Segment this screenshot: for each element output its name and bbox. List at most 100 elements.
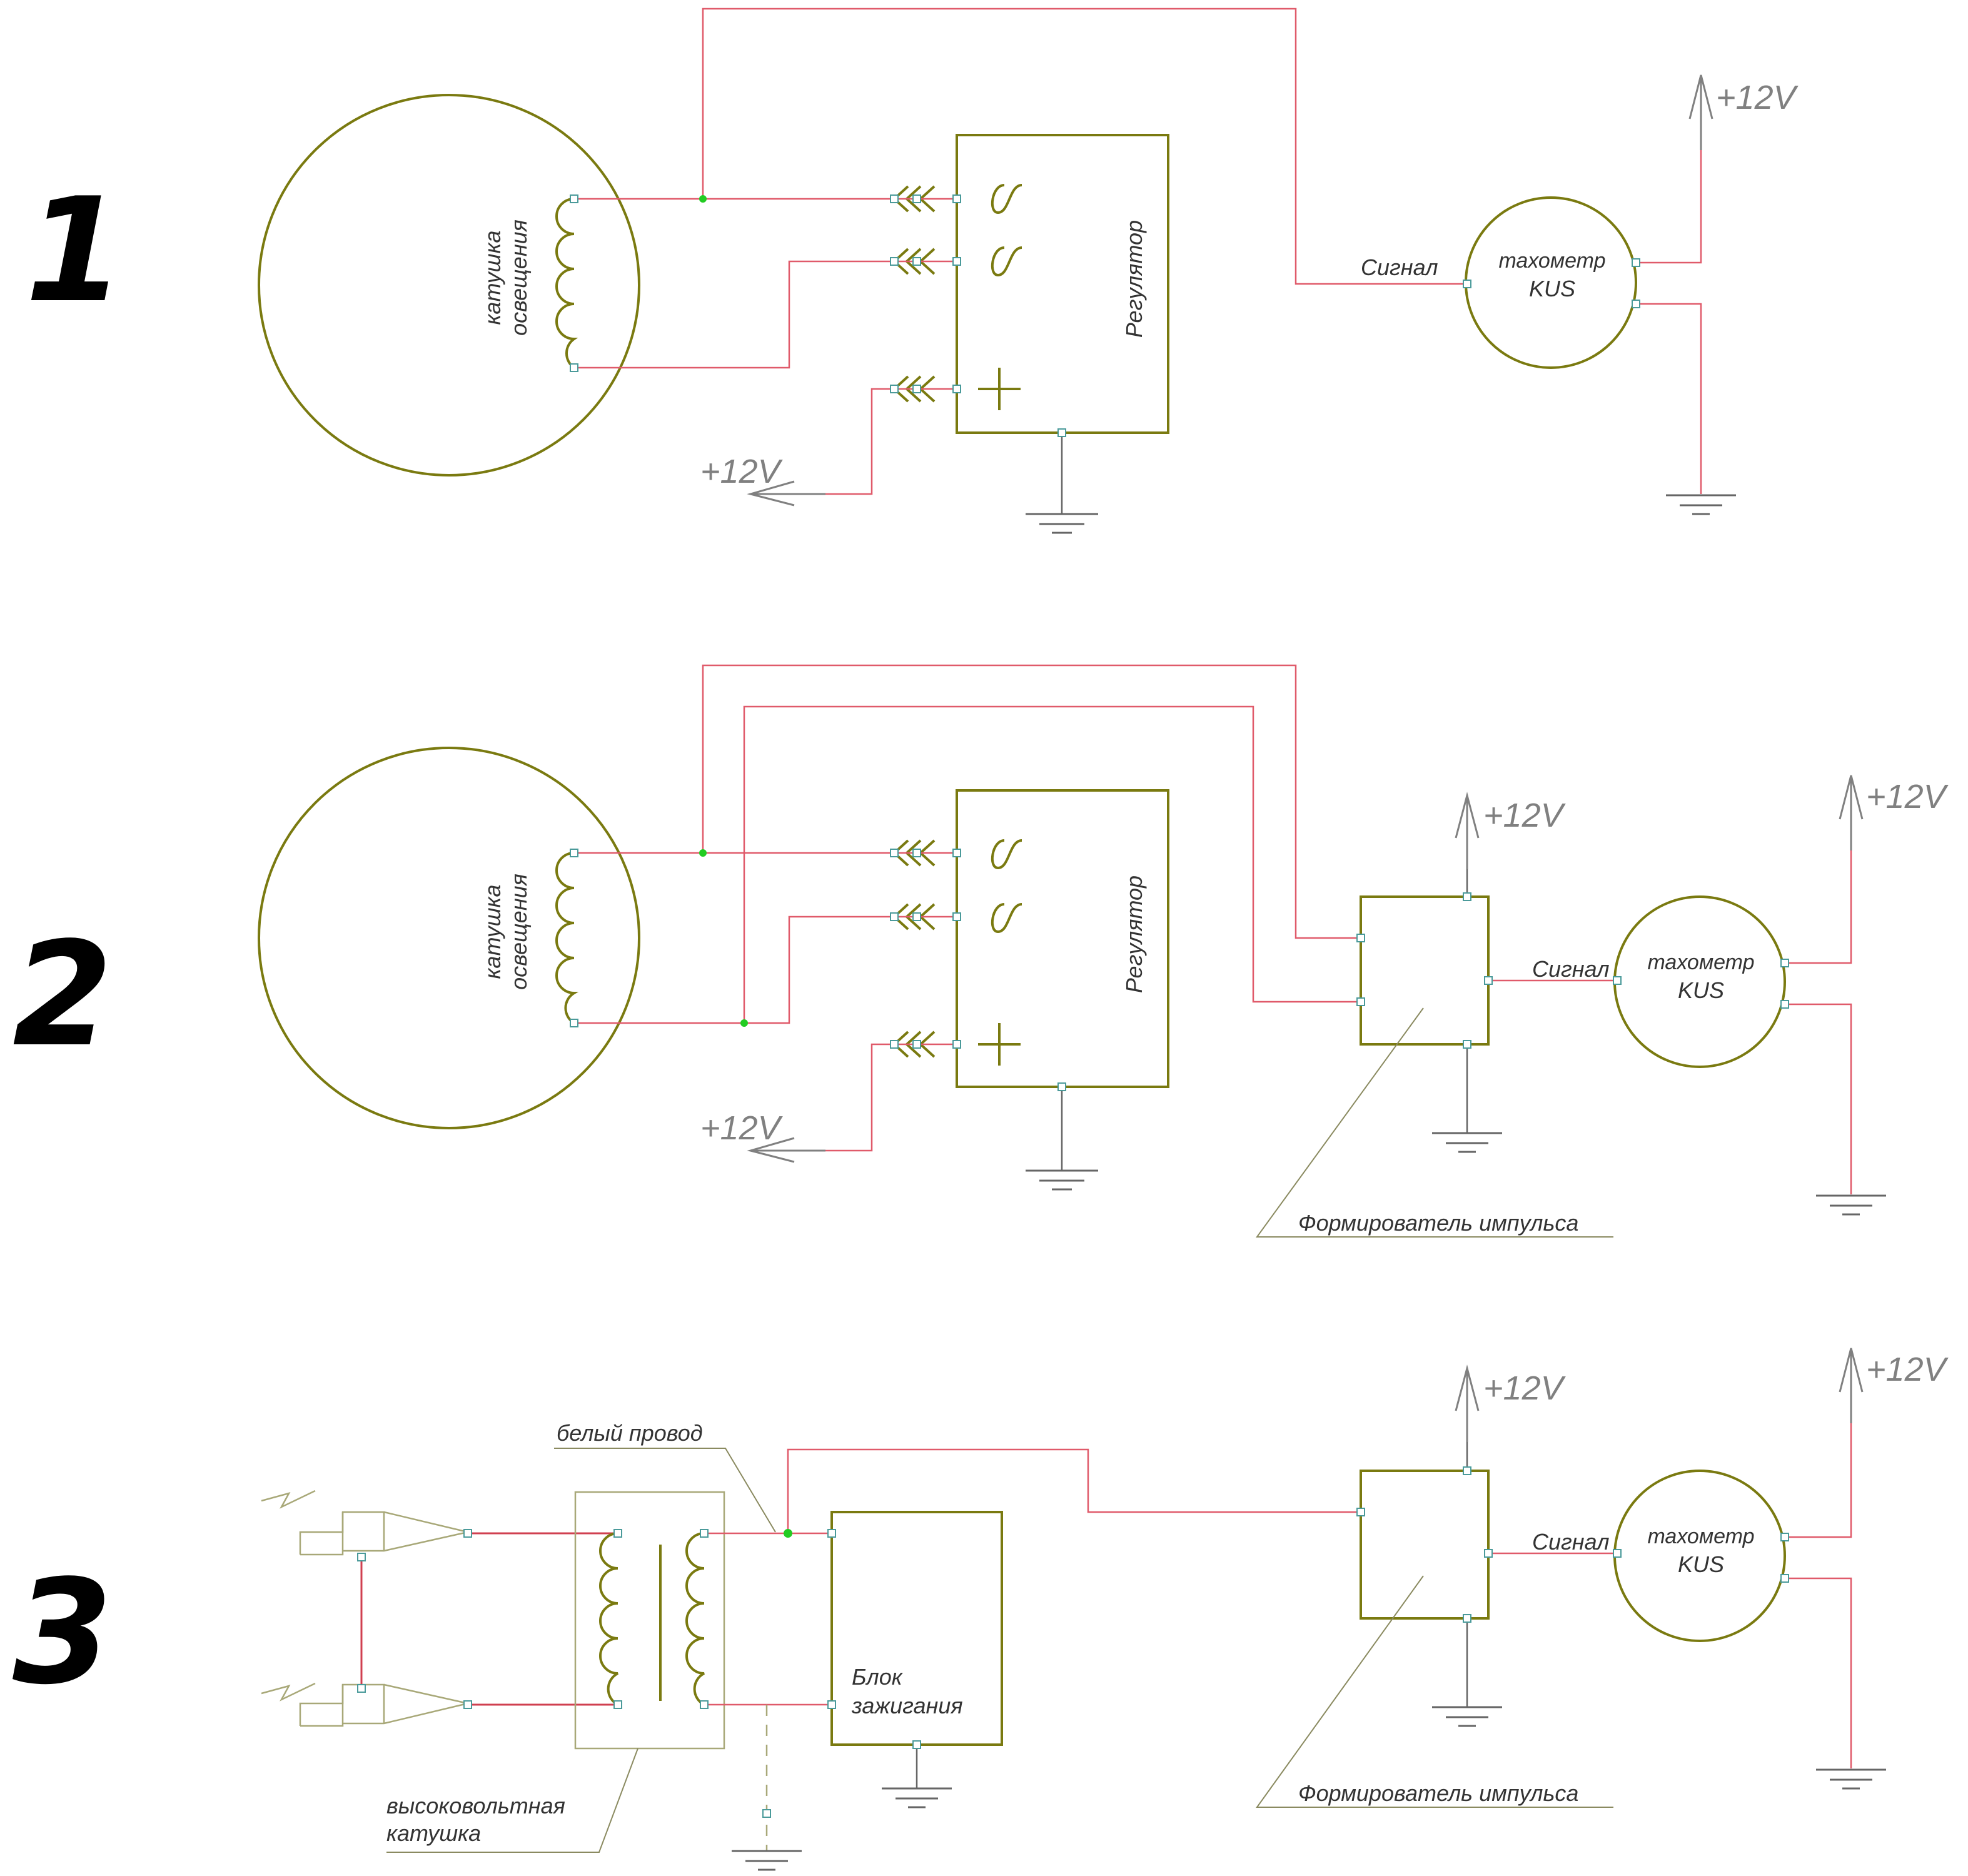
ground-symbol <box>1026 1169 1098 1191</box>
ground-symbol <box>882 1787 952 1808</box>
stator-circle <box>258 747 640 1129</box>
junction-node <box>784 1529 792 1538</box>
ground-symbol <box>1026 513 1098 534</box>
section-number: 1 <box>25 168 125 335</box>
tacho-label-line2: KUS <box>1678 977 1724 1003</box>
supply-arrow <box>1839 1348 1864 1423</box>
white-wire-label: белый провод <box>557 1420 703 1446</box>
junction-node <box>699 849 707 857</box>
connector-1 <box>892 185 957 213</box>
pulse-shaper-box <box>1360 895 1490 1046</box>
signal-label: Сигнал <box>1532 956 1610 982</box>
wire-tacho-supply <box>1636 75 1702 264</box>
plus-symbol <box>978 368 1021 410</box>
ground-symbol <box>1432 1132 1502 1153</box>
wire-tacho-ground <box>1636 303 1702 494</box>
white-wire-leader <box>554 1448 776 1533</box>
connector-2 <box>892 903 957 930</box>
regulator-label: Регулятор <box>1121 875 1147 993</box>
junction-node <box>699 195 707 203</box>
wire-tacho-supply <box>1785 1348 1852 1538</box>
ac-symbol <box>991 184 1022 214</box>
wire-tacho-ground <box>1785 1003 1852 1194</box>
tacho-label-line1: тахометр <box>1647 951 1754 974</box>
pins <box>570 849 1789 1091</box>
connector-3 <box>892 375 957 403</box>
shaper-label: Формирователь импульса <box>1298 1210 1578 1236</box>
coil-label: катушка освещения <box>480 874 532 990</box>
shaper-leader <box>1256 1007 1613 1238</box>
hv-coil-leader <box>386 1748 638 1853</box>
supply-label: +12V <box>1716 79 1799 116</box>
shaper-leader <box>1256 1575 1613 1808</box>
junction-node <box>740 1019 748 1027</box>
wire-white-signal <box>787 1448 1361 1533</box>
shaper-supply-label: +12V <box>1483 797 1567 834</box>
ground-symbol <box>1666 494 1736 515</box>
ground-symbol <box>732 1850 802 1871</box>
hv-coil-box <box>574 1491 725 1750</box>
pulse-shaper-box <box>1360 1470 1490 1620</box>
wire-signal-loop <box>702 8 1467 285</box>
pins <box>357 1466 1789 1818</box>
section-number: 3 <box>13 1550 113 1717</box>
lighting-coil-symbol <box>555 852 579 1024</box>
wire-coil-bottom <box>574 915 894 1024</box>
connector-3 <box>892 1031 957 1058</box>
section-2: 2 катушка освещения <box>13 664 1949 1238</box>
supply-label: +12V <box>1866 1351 1949 1388</box>
ignition-label-line2: зажигания <box>851 1693 963 1718</box>
coil-label-line1: катушка <box>480 230 505 325</box>
ac-symbol <box>991 903 1022 934</box>
supply-arrow <box>1839 775 1864 850</box>
wire-coil-bottom <box>574 260 894 369</box>
tacho-label-line2: KUS <box>1529 276 1575 301</box>
reg-supply-arrow <box>747 1137 825 1163</box>
hv-coil-label-line1: высоковольтная <box>386 1793 565 1818</box>
shaper-supply-arrow <box>1455 792 1480 869</box>
connector-1 <box>892 839 957 867</box>
spark-plug-top <box>261 1490 468 1556</box>
lighting-coil-symbol <box>555 198 578 369</box>
supply-label: +12V <box>1866 778 1949 815</box>
shaper-supply-label: +12V <box>1483 1369 1567 1407</box>
reg-supply-label: +12V <box>700 453 784 490</box>
section-number: 2 <box>13 912 113 1079</box>
wire-loop-inner <box>743 705 1361 1023</box>
coil-label-line2: освещения <box>506 219 532 336</box>
section-3: 3 высоковольтная катушка белы <box>13 1348 1949 1871</box>
ground-symbol <box>1816 1768 1886 1790</box>
connector-2 <box>892 248 957 275</box>
ground-symbol <box>1432 1706 1502 1727</box>
shaper-label: Формирователь импульса <box>1298 1780 1578 1806</box>
hv-secondary-winding <box>685 1532 705 1706</box>
section-1: 1 катушка освещения <box>25 8 1799 534</box>
hv-coil-label-line2: катушка <box>386 1820 481 1846</box>
spark-plug-bottom <box>261 1682 468 1727</box>
pins <box>570 194 1640 437</box>
hv-primary-winding <box>599 1532 618 1706</box>
wire-tacho-ground <box>1785 1577 1852 1768</box>
ac-symbol <box>991 246 1022 277</box>
plus-symbol <box>978 1023 1021 1066</box>
wire-loop-outer <box>702 664 1361 939</box>
tacho-label-line1: тахометр <box>1647 1525 1754 1548</box>
coil-label-line2: освещения <box>506 874 532 990</box>
coil-label-line1: катушка <box>480 884 505 979</box>
signal-label: Сигнал <box>1532 1529 1610 1555</box>
coil-label: катушка освещения <box>480 219 532 336</box>
supply-arrow <box>1688 74 1713 150</box>
reg-supply-arrow <box>747 480 825 507</box>
regulator-label: Регулятор <box>1121 220 1147 338</box>
ac-symbol <box>991 839 1022 870</box>
reg-supply-label: +12V <box>700 1109 784 1147</box>
signal-label: Сигнал <box>1361 255 1438 280</box>
tacho-label-line1: тахометр <box>1498 249 1605 273</box>
stator-circle <box>258 94 640 477</box>
ignition-label-line1: Блок <box>852 1664 904 1690</box>
shaper-supply-arrow <box>1455 1364 1480 1442</box>
wire-tacho-supply <box>1785 775 1852 964</box>
tacho-label-line2: KUS <box>1678 1551 1724 1577</box>
ground-symbol <box>1816 1194 1886 1216</box>
